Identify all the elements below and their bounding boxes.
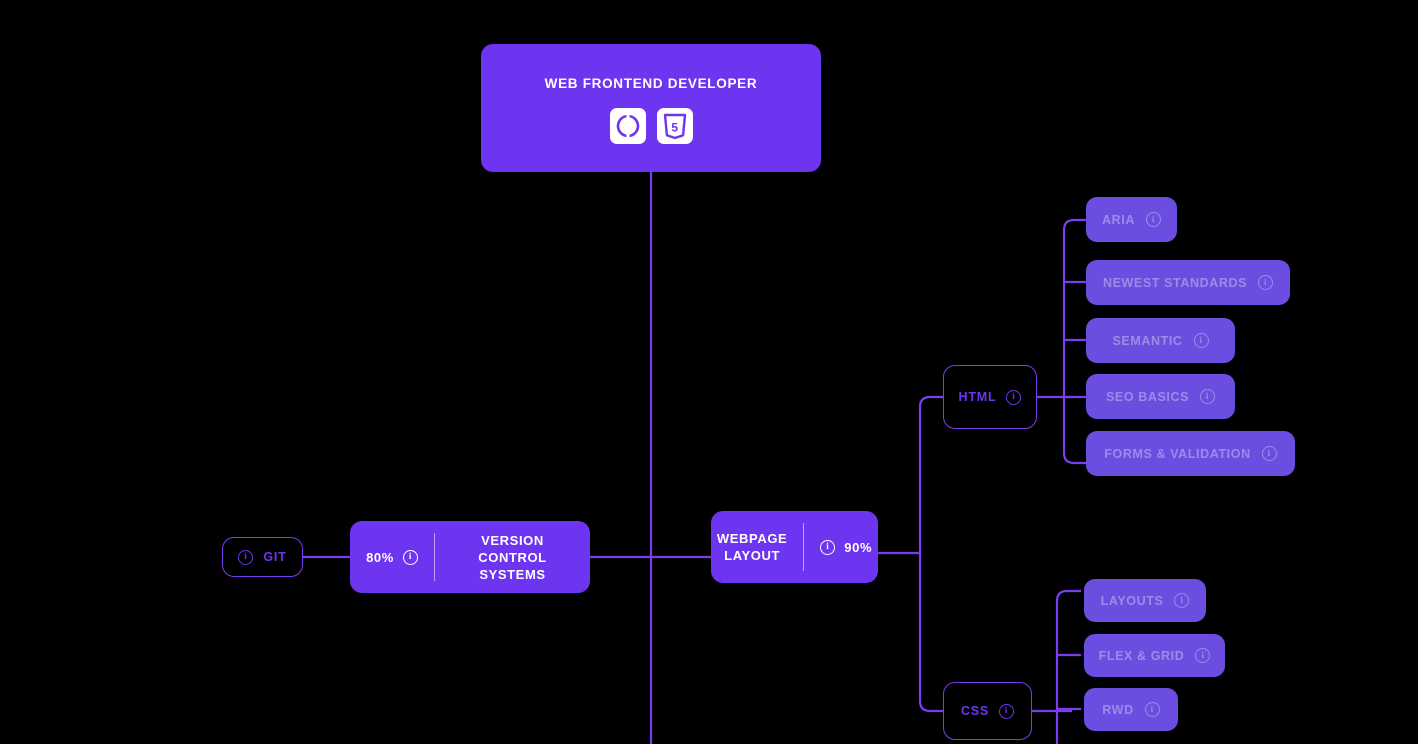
leaf-node-flex-grid[interactable]: FLEX & GRID (1084, 634, 1225, 677)
leaf-label: FORMS & VALIDATION (1104, 446, 1251, 461)
leaf-label: SEMANTIC (1112, 333, 1183, 348)
info-icon-aria[interactable] (1145, 212, 1161, 227)
vcs-label-segment: VERSION CONTROL SYSTEMS (435, 521, 590, 593)
leaf-node-rwd[interactable]: RWD (1084, 688, 1178, 731)
node-html-label: HTML (958, 390, 997, 404)
node-webpage-layout[interactable]: WEBPAGE LAYOUT 90% (711, 511, 878, 583)
vcs-percent-segment: 80% (350, 521, 434, 593)
wire-split-to-css (918, 553, 943, 713)
wire-html-aria (1062, 218, 1086, 231)
info-icon-html[interactable] (1006, 389, 1022, 405)
leaf-label: RWD (1102, 702, 1134, 717)
node-version-control-systems[interactable]: 80% VERSION CONTROL SYSTEMS (350, 521, 590, 593)
leaf-label: ARIA (1102, 212, 1135, 227)
root-title: WEB FRONTEND DEVELOPER (544, 76, 758, 91)
info-icon-seo-basics[interactable] (1200, 389, 1216, 404)
node-css-label: CSS (960, 704, 990, 718)
info-icon-flex-grid[interactable] (1195, 648, 1211, 663)
node-git-label: GIT (263, 550, 287, 564)
webpage-layout-percent-segment: 90% (804, 511, 888, 583)
wire-html-forms (1062, 452, 1086, 465)
info-icon-git[interactable] (238, 549, 254, 565)
info-icon-layouts[interactable] (1174, 593, 1190, 608)
vcs-divider (434, 533, 435, 581)
webpage-layout-label: WEBPAGE LAYOUT (716, 531, 788, 563)
leaf-label: NEWEST STANDARDS (1102, 275, 1248, 290)
leaf-node-semantic[interactable]: SEMANTIC (1086, 318, 1235, 363)
root-node-web-frontend-developer[interactable]: WEB FRONTEND DEVELOPER 5 (481, 44, 821, 172)
node-git[interactable]: GIT (222, 537, 303, 577)
info-icon-forms-validation[interactable] (1261, 446, 1277, 461)
node-html[interactable]: HTML (943, 365, 1037, 429)
wire-split-to-html (918, 395, 943, 553)
leaf-label: SEO BASICS (1105, 389, 1190, 404)
leaf-label: LAYOUTS (1100, 593, 1164, 608)
svg-text:5: 5 (671, 120, 678, 134)
info-icon-version-control[interactable] (402, 549, 418, 565)
node-css[interactable]: CSS (943, 682, 1032, 740)
leaf-node-seo-basics[interactable]: SEO BASICS (1086, 374, 1235, 419)
info-icon-newest-standards[interactable] (1258, 275, 1274, 290)
info-icon-semantic[interactable] (1193, 333, 1209, 348)
info-icon-webpage-layout[interactable] (820, 539, 836, 555)
leaf-node-newest-standards[interactable]: NEWEST STANDARDS (1086, 260, 1290, 305)
root-icon-group: 5 (609, 108, 693, 144)
leaf-node-layouts[interactable]: LAYOUTS (1084, 579, 1206, 622)
wire-css-layouts-elbow (1055, 589, 1081, 602)
webpage-layout-divider (803, 523, 805, 571)
leaf-node-forms-validation[interactable]: FORMS & VALIDATION (1086, 431, 1295, 476)
leaf-label: FLEX & GRID (1098, 648, 1185, 663)
webpage-layout-label-segment: WEBPAGE LAYOUT (701, 511, 803, 583)
css-brackets-icon (609, 108, 646, 144)
info-icon-rwd[interactable] (1144, 702, 1160, 717)
vcs-percent: 80% (366, 549, 394, 565)
webpage-layout-percent: 90% (844, 539, 873, 555)
info-icon-css[interactable] (999, 703, 1015, 719)
leaf-node-aria[interactable]: ARIA (1086, 197, 1177, 242)
vcs-label: VERSION CONTROL SYSTEMS (478, 532, 547, 582)
html5-shield-icon: 5 (656, 108, 693, 144)
